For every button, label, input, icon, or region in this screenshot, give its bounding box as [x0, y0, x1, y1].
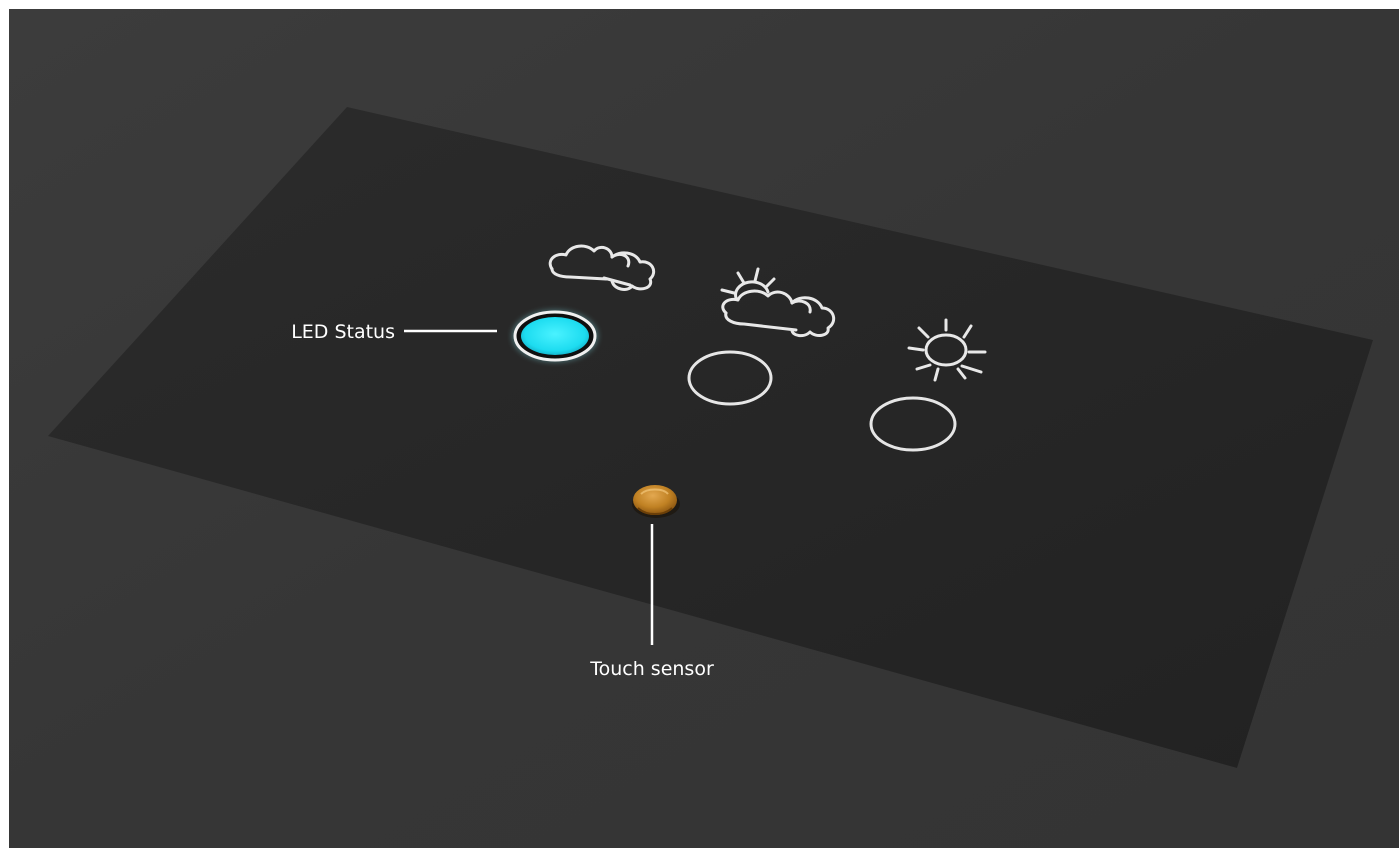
led-indicator-3: [869, 396, 957, 452]
touch-sensor-icon[interactable]: [632, 485, 680, 518]
led-indicator-1: [512, 310, 598, 362]
sun-behind-cloud-icon: [720, 267, 836, 338]
device-panel: [48, 107, 1373, 768]
led-indicator-2: [687, 350, 773, 406]
sun-icon: [907, 318, 987, 382]
led-status-label: LED Status: [291, 321, 395, 343]
cloud-icon: [548, 244, 656, 291]
touch-sensor-label: Touch sensor: [589, 658, 714, 680]
